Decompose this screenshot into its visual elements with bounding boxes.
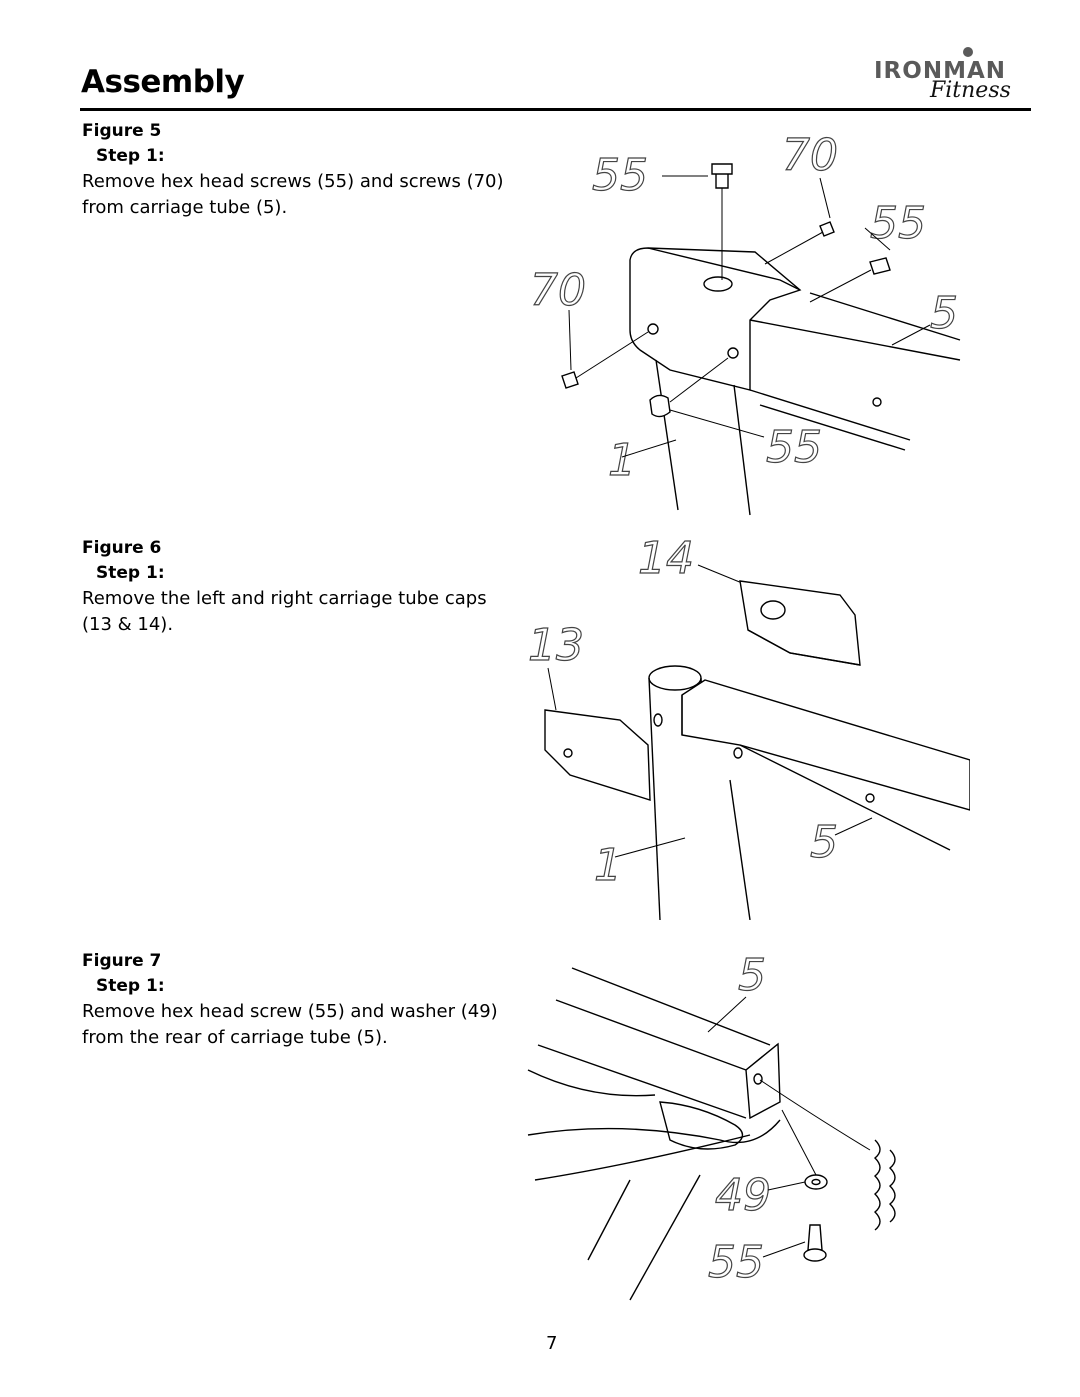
figure-5-drawing: 55 70 55 70 5 1 55	[520, 130, 970, 520]
callout-55-fig7: 55	[708, 1237, 764, 1288]
logo-subtitle: Fitness	[930, 78, 1011, 103]
callout-1: 1	[608, 435, 636, 486]
logo-dot-icon	[963, 47, 973, 57]
logo-wordmark: IRONMAN	[874, 58, 1007, 84]
figure-5-label: Figure 5	[82, 121, 162, 141]
callout-5-fig7: 5	[738, 950, 766, 1001]
callout-5: 5	[930, 288, 958, 339]
callout-13: 13	[528, 620, 584, 671]
figure-5-instructions: Figure 5 Step 1: Remove hex head screws …	[82, 119, 512, 221]
figure-6-instructions: Figure 6 Step 1: Remove the left and rig…	[82, 536, 512, 638]
header-divider	[80, 108, 1031, 111]
figure-5-step-text: Remove hex head screws (55) and screws (…	[82, 171, 504, 218]
figure-7-step-label: Step 1:	[96, 976, 165, 996]
figure-6-step-text: Remove the left and right carriage tube …	[82, 588, 487, 635]
callout-5-fig6: 5	[810, 817, 838, 868]
callout-1-fig6: 1	[594, 840, 622, 891]
figure-5-step-label: Step 1:	[96, 146, 165, 166]
callout-55-bottom: 55	[766, 422, 822, 473]
figure-6-step-label: Step 1:	[96, 563, 165, 583]
figure-6-label: Figure 6	[82, 538, 162, 558]
figure-7-label: Figure 7	[82, 951, 162, 971]
figure-7-step-text: Remove hex head screw (55) and washer (4…	[82, 1001, 498, 1048]
page-title: Assembly	[81, 64, 245, 100]
callout-55-top: 55	[592, 150, 648, 201]
callout-70-top: 70	[782, 130, 838, 181]
callout-49: 49	[715, 1170, 771, 1221]
figure-7-drawing: 5 49 55	[520, 950, 970, 1305]
figure-6-drawing: 14 13 1 5	[520, 535, 970, 920]
figure-7-instructions: Figure 7 Step 1: Remove hex head screw (…	[82, 949, 512, 1051]
ironman-fitness-logo: IRONMAN Fitness	[872, 44, 1032, 106]
callout-70-left: 70	[530, 265, 586, 316]
callout-14: 14	[638, 535, 694, 584]
page-number: 7	[546, 1333, 558, 1354]
callout-55-right: 55	[870, 198, 926, 249]
